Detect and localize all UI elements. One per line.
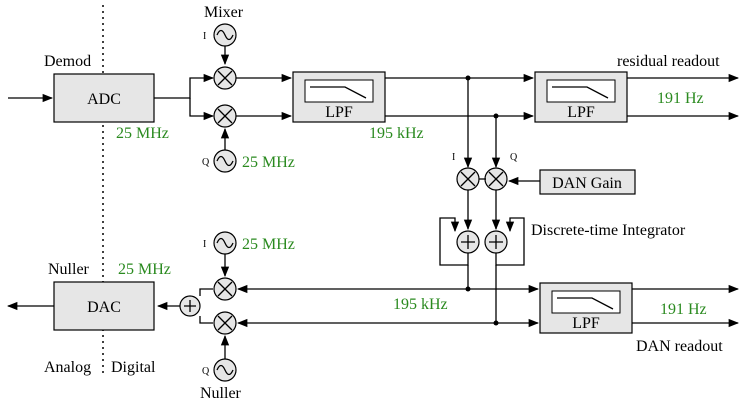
adc-label: ADC [87, 91, 121, 108]
integrator-i-icon [456, 230, 480, 254]
nuller-osc-freq: 25 MHz [242, 236, 295, 253]
oscillator-q-bottom-icon [213, 358, 237, 382]
lpf-label-bottom: LPF [572, 315, 600, 332]
dan-readout: DAN readout [636, 338, 723, 355]
digital-label: Digital [111, 359, 156, 376]
mixer-i-top-icon [213, 66, 237, 90]
osc-q-top: Q [202, 157, 210, 168]
adc-block [53, 73, 155, 123]
freq-191-bottom: 191 Hz [660, 301, 707, 318]
dan-q-label: Q [510, 152, 518, 163]
integrator-q-icon [484, 230, 508, 254]
dan-gain-label: DAN Gain [552, 175, 622, 192]
adc-freq: 25 MHz [116, 125, 169, 142]
freq-195-bottom: 195 kHz [393, 296, 448, 313]
lpf-label-top-2: LPF [567, 104, 595, 121]
osc-q-bottom: Q [202, 366, 210, 377]
freq-195-top: 195 kHz [369, 125, 424, 142]
freq-191-top: 191 Hz [657, 90, 704, 107]
osc-top-freq: 25 MHz [242, 154, 295, 171]
summing-node-icon [179, 295, 201, 317]
dan-i-label: I [452, 152, 455, 163]
nuller-bottom-label: Nuller [200, 385, 242, 402]
dan-gain-block [539, 169, 636, 195]
osc-i-top: I [203, 31, 206, 42]
osc-i-bottom: I [203, 239, 206, 250]
nuller-left-label: Nuller [48, 261, 90, 278]
dan-mixer-i-icon [456, 167, 480, 191]
residual-readout: residual readout [617, 53, 720, 70]
oscillator-i-top-icon [213, 23, 237, 47]
analog-label: Analog [44, 359, 91, 376]
nuller-mixer-i-icon [213, 277, 237, 301]
mixer-q-top-icon [213, 104, 237, 128]
integrator-label: Discrete-time Integrator [531, 222, 686, 239]
oscillator-q-top-icon [213, 149, 237, 173]
dan-mixer-q-icon [484, 167, 508, 191]
demod-label: Demod [44, 53, 91, 70]
oscillator-i-bottom-icon [213, 231, 237, 255]
mixer-label: Mixer [204, 4, 244, 21]
dac-freq: 25 MHz [118, 261, 171, 278]
lpf-label-top-1: LPF [325, 104, 353, 121]
nuller-mixer-q-icon [213, 311, 237, 335]
dac-label: DAC [87, 299, 121, 316]
